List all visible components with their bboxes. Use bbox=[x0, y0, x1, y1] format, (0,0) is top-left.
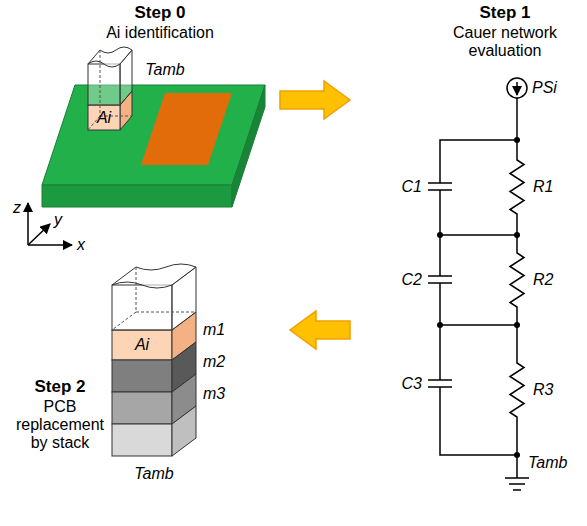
ambient-temperature-label: Tamb bbox=[134, 465, 173, 483]
resistor-label: R1 bbox=[533, 178, 553, 196]
layer-stack bbox=[112, 392, 172, 424]
area-label: Ai bbox=[97, 109, 111, 127]
cauer-circuit bbox=[507, 78, 527, 98]
axes bbox=[28, 224, 50, 245]
area-prism bbox=[88, 105, 120, 130]
layer-stack bbox=[112, 330, 172, 360]
ambient-temperature-label: Tamb bbox=[145, 61, 184, 79]
layer-stack bbox=[112, 267, 196, 330]
axis-label: z bbox=[13, 199, 21, 217]
cauer-circuit bbox=[440, 190, 517, 235]
step-heading: Step 0 bbox=[60, 4, 260, 22]
layer-stack bbox=[112, 264, 196, 456]
cauer-circuit bbox=[510, 235, 524, 325]
step-heading: Step 2 bbox=[10, 378, 110, 396]
cauer-circuit bbox=[516, 98, 518, 140]
area-prism bbox=[88, 47, 132, 67]
axes bbox=[27, 203, 29, 245]
axis-label: y bbox=[54, 211, 62, 229]
resistor-label: R3 bbox=[533, 381, 553, 399]
layer-stack bbox=[112, 264, 196, 288]
step-panel: Step 1 Cauer network evaluation bbox=[350, 0, 585, 520]
cauer-circuit bbox=[514, 232, 520, 238]
pcb-illustration bbox=[42, 185, 232, 207]
cauer-circuit bbox=[439, 325, 441, 380]
axes bbox=[28, 244, 72, 246]
step-description: Ai identification bbox=[60, 24, 260, 42]
flow-arrow bbox=[290, 311, 350, 349]
capacitor-label: C2 bbox=[402, 271, 422, 289]
pcb-illustration bbox=[141, 93, 232, 165]
area-prism bbox=[88, 50, 132, 130]
ambient-temperature-label: Tamb bbox=[528, 454, 567, 472]
pcb-illustration bbox=[42, 85, 265, 185]
step-heading: Step 1 bbox=[445, 4, 565, 22]
cauer-circuit bbox=[428, 78, 529, 490]
layer-stack bbox=[172, 406, 196, 456]
area-prism bbox=[88, 47, 132, 130]
pcb-illustration bbox=[232, 85, 265, 207]
layer-stack bbox=[112, 285, 172, 330]
layer-stack bbox=[112, 424, 172, 456]
cauer-circuit bbox=[514, 137, 520, 143]
material-label: m1 bbox=[203, 321, 225, 339]
cauer-circuit bbox=[437, 232, 443, 238]
material-label: m3 bbox=[203, 385, 225, 403]
layer-stack bbox=[112, 360, 172, 392]
cauer-circuit bbox=[437, 322, 443, 328]
capacitor-label: C1 bbox=[402, 178, 422, 196]
cauer-circuit bbox=[514, 322, 520, 328]
axis-label: x bbox=[77, 236, 85, 254]
flow-arrow bbox=[280, 81, 350, 119]
area-label: Ai bbox=[135, 336, 149, 354]
step-panel: Step 0 Ai identification bbox=[30, 0, 280, 262]
step-description: Cauer network evaluation bbox=[445, 24, 565, 60]
cauer-circuit bbox=[505, 455, 529, 490]
cauer-circuit bbox=[510, 140, 524, 235]
cauer-circuit bbox=[516, 82, 518, 95]
capacitor-label: C3 bbox=[402, 375, 422, 393]
cauer-circuit bbox=[440, 387, 517, 455]
cauer-circuit bbox=[439, 235, 441, 276]
pcb-illustration bbox=[42, 85, 265, 207]
area-prism bbox=[88, 64, 120, 105]
cauer-circuit bbox=[440, 283, 517, 325]
cauer-circuit bbox=[440, 140, 517, 183]
material-label: m2 bbox=[203, 353, 225, 371]
cauer-circuit bbox=[428, 276, 452, 283]
resistor-label: R2 bbox=[533, 271, 553, 289]
axes bbox=[28, 203, 72, 245]
cauer-circuit bbox=[510, 325, 524, 455]
cauer-circuit bbox=[428, 380, 452, 387]
source-label: PSi bbox=[532, 79, 557, 97]
step-panel: Step 2 PCB replacement by stack bbox=[8, 280, 290, 520]
step-description: PCB replacement by stack bbox=[10, 398, 110, 452]
cauer-circuit bbox=[428, 183, 452, 190]
cauer-circuit bbox=[514, 452, 520, 458]
